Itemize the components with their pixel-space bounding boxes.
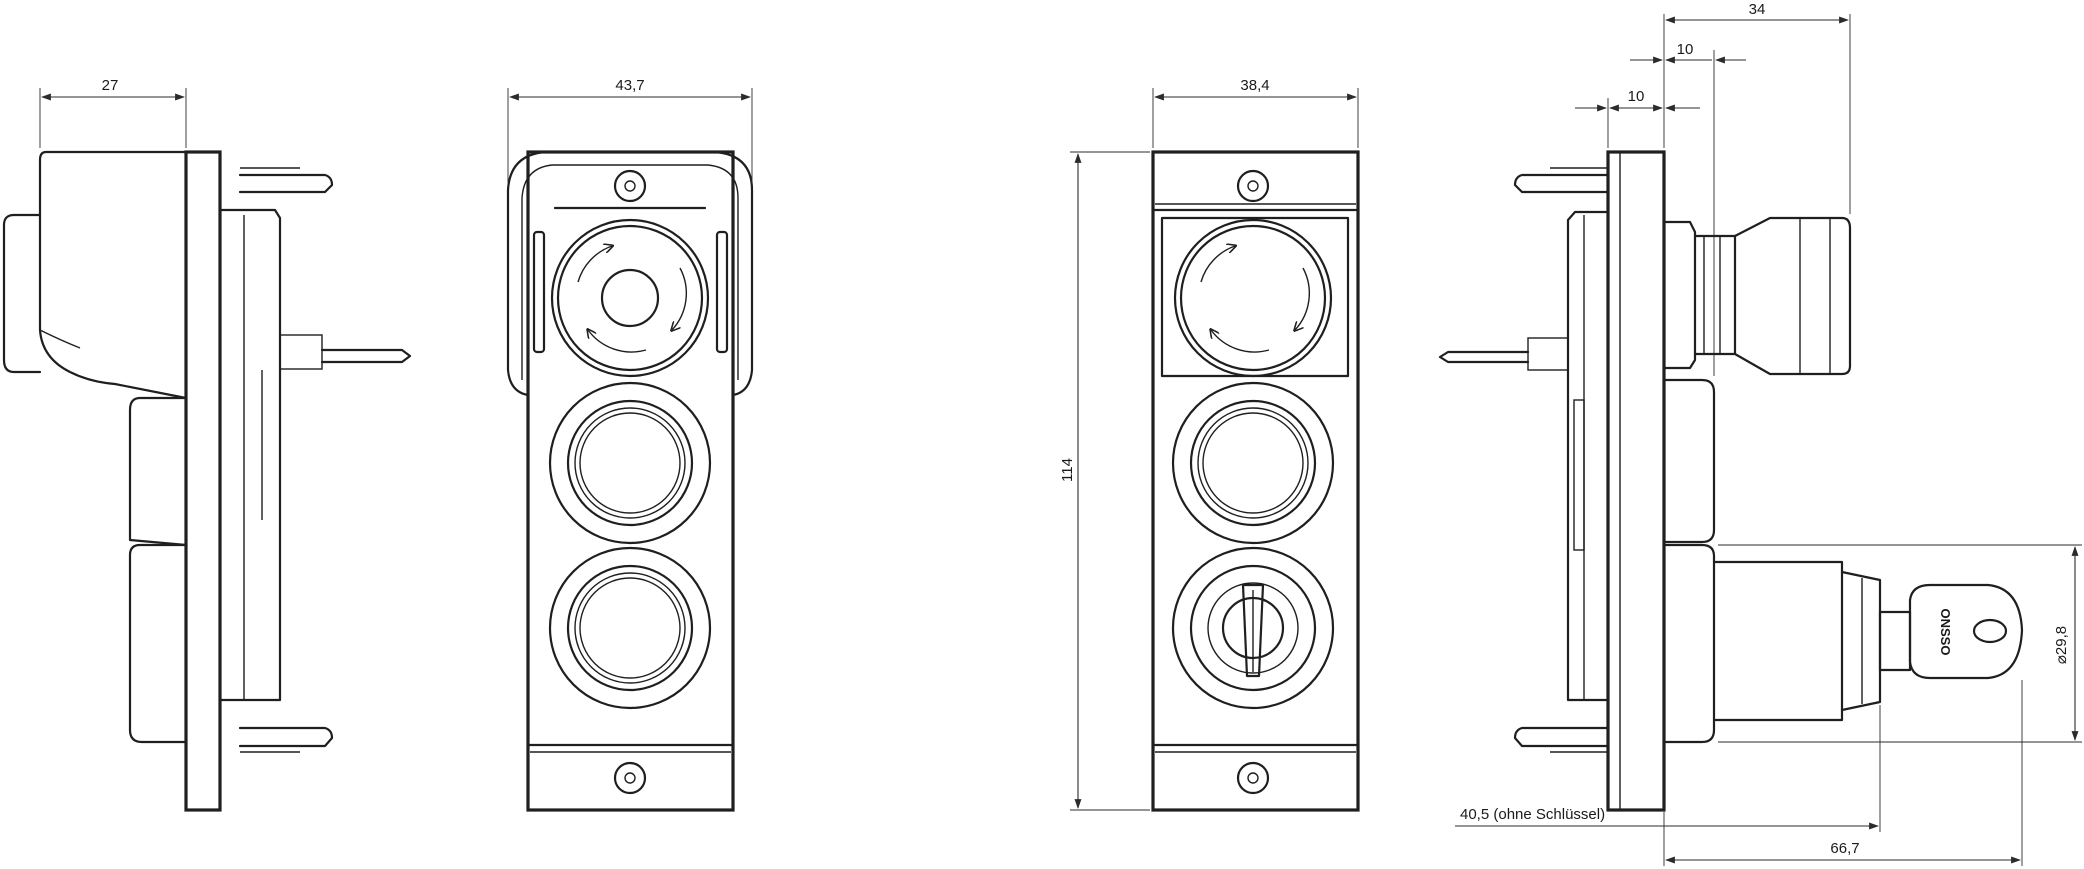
- front-view-with-guard: [506, 150, 754, 812]
- front-view: [1151, 150, 1360, 812]
- dim-114: 114: [1059, 151, 1150, 811]
- dim-label-43-7: 43,7: [615, 77, 644, 94]
- dim-label-38-4: 38,4: [1240, 77, 1269, 94]
- dim-label-10-upper: 10: [1677, 41, 1694, 58]
- dim-label-40-5: 40,5 (ohne Schlüssel): [1460, 806, 1605, 823]
- dim-38-4: 38,4: [1152, 77, 1359, 148]
- diameter-symbol: ⌀: [2053, 655, 2070, 664]
- dim-label-66-7: 66,7: [1830, 840, 1859, 857]
- dim-label-114: 114: [1059, 458, 1076, 482]
- dim-34: 34: [1663, 1, 1851, 214]
- dim-label-29-8: 29,8: [2053, 626, 2070, 655]
- dim-10-lower: 10: [1575, 88, 1700, 148]
- dim-27: 27: [39, 77, 187, 148]
- dim-label-27: 27: [102, 77, 119, 94]
- dim-43-7: 43,7: [507, 77, 753, 185]
- dim-label-10-lower: 10: [1628, 88, 1645, 105]
- dim-label-34: 34: [1749, 1, 1766, 18]
- side-view-right: ONSSO: [1438, 150, 2024, 812]
- dim-66-7: 66,7: [1665, 680, 2023, 866]
- side-view-left: [2, 150, 412, 812]
- dim-diameter-29-8: ⌀29,8: [1718, 544, 2082, 743]
- dim-40-5: 40,5 (ohne Schlüssel): [1455, 705, 1881, 866]
- key-brand-label: ONSSO: [1938, 609, 1953, 656]
- dim-10-upper: 10: [1630, 41, 1746, 376]
- svg-text:⌀29,8: ⌀29,8: [2053, 626, 2070, 664]
